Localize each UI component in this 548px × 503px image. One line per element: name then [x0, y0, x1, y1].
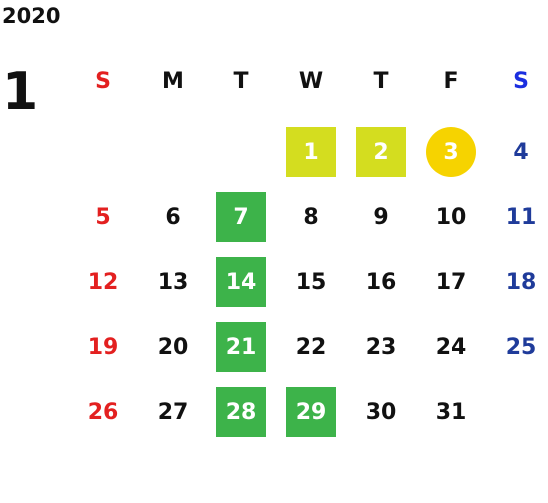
day-cell[interactable]: 14	[216, 257, 266, 307]
calendar-grid: S M T W T F S 1 2 3 4 5 6 7 8 9 10 11 12…	[68, 62, 548, 452]
day-cell[interactable]: 6	[165, 204, 181, 230]
day-cell[interactable]: 27	[157, 399, 189, 425]
day-cell[interactable]: 5	[95, 204, 111, 230]
day-cell[interactable]: 28	[216, 387, 266, 437]
week-row-3: 12 13 14 15 16 17 18	[68, 257, 548, 322]
weekday-header-friday: F	[443, 68, 459, 94]
weekday-header-wednesday: W	[298, 68, 324, 94]
day-cell[interactable]: 29	[286, 387, 336, 437]
week-row-5: 26 27 28 29 30 31	[68, 387, 548, 452]
day-cell[interactable]: 26	[87, 399, 119, 425]
weekday-header-row: S M T W T F S	[68, 62, 548, 100]
week-row-4: 19 20 21 22 23 24 25	[68, 322, 548, 387]
day-cell[interactable]: 22	[295, 334, 327, 360]
day-cell[interactable]: 2	[356, 127, 406, 177]
month-number: 1	[2, 62, 39, 122]
day-cell[interactable]: 8	[303, 204, 319, 230]
day-cell[interactable]: 24	[435, 334, 467, 360]
week-row-1: 1 2 3 4	[68, 127, 548, 192]
day-cell[interactable]: 3	[426, 127, 476, 177]
week-row-2: 5 6 7 8 9 10 11	[68, 192, 548, 257]
day-cell[interactable]: 30	[365, 399, 397, 425]
weekday-header-thursday: T	[373, 68, 389, 94]
day-cell[interactable]: 10	[435, 204, 467, 230]
day-cell[interactable]: 7	[216, 192, 266, 242]
weekday-header-sunday: S	[95, 68, 111, 94]
day-cell[interactable]: 25	[505, 334, 537, 360]
weekday-header-saturday: S	[513, 68, 529, 94]
day-cell[interactable]: 9	[373, 204, 389, 230]
day-cell[interactable]: 18	[505, 269, 537, 295]
day-cell[interactable]: 17	[435, 269, 467, 295]
day-cell[interactable]: 1	[286, 127, 336, 177]
day-cell[interactable]: 23	[365, 334, 397, 360]
day-cell[interactable]: 31	[435, 399, 467, 425]
weekday-header-tuesday: T	[233, 68, 249, 94]
year-label: 2020	[2, 4, 61, 28]
day-cell[interactable]: 12	[87, 269, 119, 295]
day-cell[interactable]: 11	[505, 204, 537, 230]
day-cell[interactable]: 16	[365, 269, 397, 295]
day-cell[interactable]: 19	[87, 334, 119, 360]
weekday-header-monday: M	[162, 68, 184, 94]
day-cell[interactable]: 15	[295, 269, 327, 295]
day-cell[interactable]: 21	[216, 322, 266, 372]
day-cell[interactable]: 13	[157, 269, 189, 295]
day-cell[interactable]: 4	[513, 139, 529, 165]
day-cell[interactable]: 20	[157, 334, 189, 360]
